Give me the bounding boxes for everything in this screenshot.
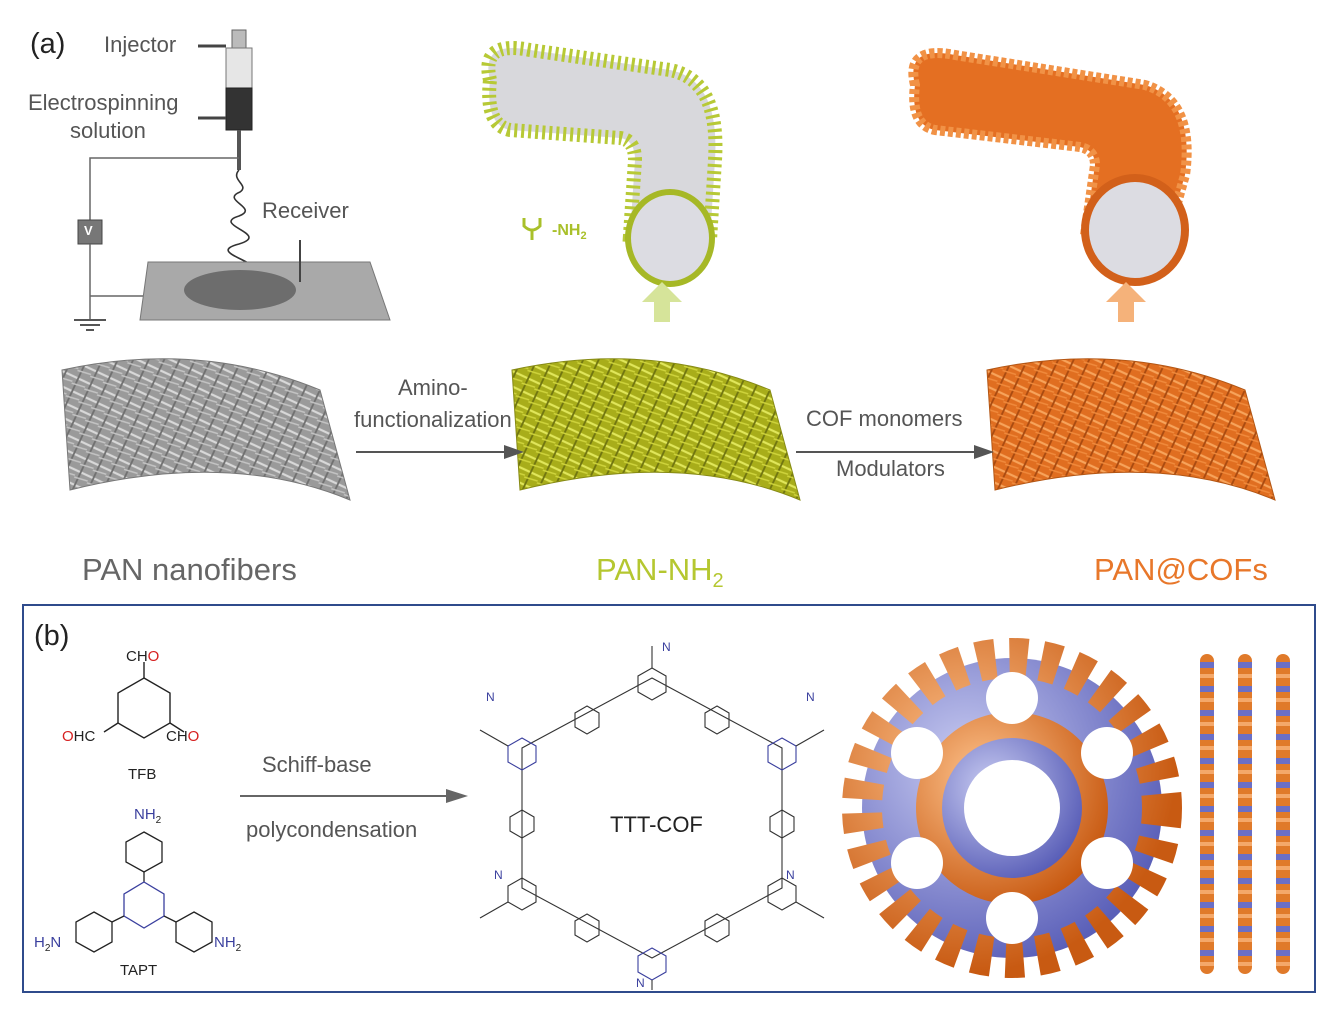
- cof-pore-outline: [521, 677, 783, 959]
- arrow2-label-line1: COF monomers: [806, 406, 963, 431]
- voltage-label: V: [84, 223, 93, 238]
- fiber-closeup-nh2: [481, 41, 723, 287]
- nh2-legend-label: -NH2: [552, 222, 587, 243]
- receiver-label: Receiver: [262, 198, 349, 223]
- reaction-label-line2: polycondensation: [246, 817, 418, 842]
- cof-name: TTT-COF: [610, 812, 703, 837]
- reaction-label-line1: Schiff-base: [262, 752, 372, 777]
- syringe-solution: [225, 87, 253, 131]
- arrow2-label-line2: Modulators: [836, 456, 945, 481]
- tfb-name: TFB: [128, 766, 157, 783]
- cof-n-atom-right: N: [806, 690, 815, 704]
- mat1-label: PAN nanofibers: [82, 552, 297, 587]
- up-arrow-orange: [1106, 282, 1146, 322]
- fiber-closeup-cofs: [908, 48, 1192, 286]
- tapt-name: TAPT: [120, 962, 158, 979]
- nh2-legend-icon: [522, 218, 542, 240]
- cof-column: [1238, 654, 1252, 974]
- tapt-nh2-top: NH2: [134, 806, 162, 826]
- arrow1-label-line2: functionalization: [354, 407, 512, 432]
- tfb-structure: [103, 662, 185, 739]
- cof-n-atom-top: N: [662, 640, 671, 654]
- syringe-barrel: [225, 47, 253, 89]
- cof-n-atom-bottom: N: [636, 976, 645, 990]
- up-arrow-green: [642, 282, 682, 322]
- deposited-fiber-mat: [184, 270, 296, 310]
- mat3-label: PAN@COFs: [1094, 552, 1268, 587]
- fiber-cross-section: [1081, 174, 1189, 286]
- mat-pan-nh2: [511, 358, 801, 501]
- panel-b-frame: [22, 604, 1316, 993]
- arrow-cof-synthesis: [796, 445, 994, 459]
- tapt-nh2-right: NH2: [214, 934, 242, 954]
- panel-b-letter: (b): [34, 620, 70, 652]
- cof-column: [1200, 654, 1214, 974]
- ttt-cof-network: [479, 646, 825, 990]
- mat-pan-cofs: [986, 358, 1276, 501]
- electrospinning-setup: [74, 29, 391, 331]
- fiber-cross-section: [625, 189, 715, 287]
- syringe-plunger: [231, 29, 247, 49]
- arrow-schiff-base: [240, 789, 468, 803]
- tfb-cho-top: CHO: [126, 648, 160, 665]
- cof-n-atom-lower-left: N: [494, 868, 503, 882]
- mat2-label: PAN-NH2: [596, 552, 724, 593]
- tapt-structure: [75, 831, 213, 953]
- cof-space-filling-top-view: [842, 638, 1182, 978]
- solution-label-line1: Electrospinning: [28, 90, 179, 115]
- cof-n-atom-left: N: [486, 690, 495, 704]
- panel-a-letter: (a): [30, 28, 66, 60]
- cof-n-atom-lower-right: N: [786, 868, 795, 882]
- cof-side-view-columns: [1200, 654, 1290, 974]
- arrow1-label-line1: Amino-: [398, 375, 468, 400]
- mat-pan-nanofibers: [61, 358, 351, 501]
- syringe-needle: [237, 130, 241, 170]
- tapt-nh2-left: H2N: [34, 934, 62, 954]
- arrow-amino-functionalization: [356, 445, 524, 459]
- tfb-ohc-left: OHC: [62, 728, 96, 745]
- cof-column: [1276, 654, 1290, 974]
- cof-central-pore: [964, 760, 1060, 856]
- injector-label: Injector: [104, 32, 177, 57]
- tfb-cho-right: CHO: [166, 728, 200, 745]
- solution-label-line2: solution: [70, 118, 146, 143]
